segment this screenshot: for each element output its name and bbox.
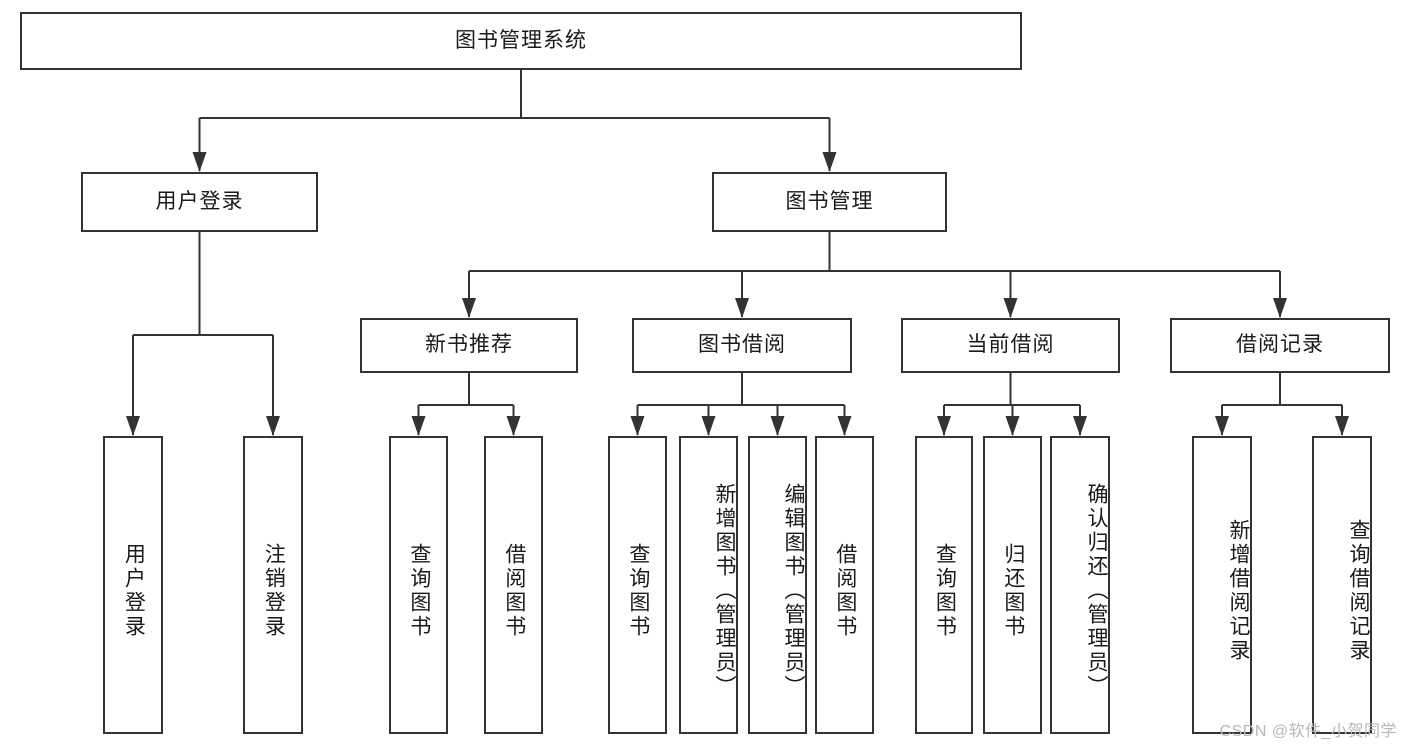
node-label: 用户登录 [155, 189, 244, 213]
node-l-c-return[interactable]: 归还图书 [983, 436, 1042, 734]
arrow-head [462, 298, 476, 318]
node-label: 新书推荐 [425, 333, 513, 357]
node-newbook[interactable]: 新书推荐 [360, 318, 578, 373]
watermark: CSDN @软件_小贺同学 [1219, 723, 1397, 740]
arrow-head [735, 298, 749, 318]
node-label: 借阅图书 [833, 543, 857, 639]
node-l-b-borrow[interactable]: 借阅图书 [815, 436, 874, 734]
arrow-head [411, 416, 426, 436]
arrow-head [937, 416, 951, 436]
node-l-b-query[interactable]: 查询图书 [608, 436, 667, 734]
node-l-c-confirm[interactable]: 确认归还（管理员） [1050, 436, 1110, 734]
node-l-r-add[interactable]: 新增借阅记录 [1192, 436, 1252, 734]
node-label: 当前借阅 [966, 333, 1055, 357]
arrow-head [630, 416, 645, 436]
arrow-head [266, 416, 280, 436]
node-label: 注销登录 [262, 543, 286, 639]
node-label: 图书借阅 [698, 333, 786, 357]
node-l-b-edit[interactable]: 编辑图书（管理员） [748, 436, 807, 734]
node-label: 查询图书 [933, 543, 957, 639]
node-current[interactable]: 当前借阅 [901, 318, 1120, 373]
node-login[interactable]: 用户登录 [81, 172, 318, 232]
arrow-head [1215, 416, 1229, 436]
node-l-nb-borrow[interactable]: 借阅图书 [484, 436, 543, 734]
node-l-b-add[interactable]: 新增图书（管理员） [679, 436, 738, 734]
arrow-head [126, 416, 140, 436]
node-records[interactable]: 借阅记录 [1170, 318, 1390, 373]
node-borrow[interactable]: 图书借阅 [632, 318, 852, 373]
node-label: 用户登录 [122, 543, 146, 639]
arrow-head [1335, 416, 1349, 436]
node-label: 图书管理 [785, 189, 874, 213]
node-l-logout[interactable]: 注销登录 [243, 436, 303, 734]
node-root[interactable]: 图书管理系统 [20, 12, 1022, 70]
node-label: 确认归还（管理员） [1085, 483, 1108, 699]
node-bookmgmt[interactable]: 图书管理 [712, 172, 947, 232]
arrow-head [770, 416, 785, 436]
node-label: 新增图书（管理员） [713, 483, 736, 699]
node-l-userlogin[interactable]: 用户登录 [103, 436, 163, 734]
node-label: 查询借阅记录 [1347, 519, 1370, 663]
arrow-head [701, 416, 716, 436]
node-label: 新增借阅记录 [1227, 519, 1250, 663]
node-label: 查询图书 [407, 543, 431, 639]
node-label: 编辑图书（管理员） [782, 483, 805, 699]
node-l-nb-query[interactable]: 查询图书 [389, 436, 448, 734]
arrow-head [1003, 298, 1018, 318]
arrow-head [506, 416, 521, 436]
arrow-head [822, 152, 837, 172]
node-label: 归还图书 [1001, 543, 1025, 639]
arrow-head [192, 152, 207, 172]
node-l-r-query[interactable]: 查询借阅记录 [1312, 436, 1372, 734]
node-l-c-query[interactable]: 查询图书 [915, 436, 973, 734]
arrow-head [1273, 298, 1287, 318]
node-label: 借阅图书 [502, 543, 526, 639]
arrow-head [1005, 416, 1020, 436]
node-label: 借阅记录 [1236, 333, 1324, 357]
node-label: 图书管理系统 [455, 28, 587, 52]
arrow-head [837, 416, 852, 436]
node-label: 查询图书 [626, 543, 650, 639]
arrow-head [1073, 416, 1087, 436]
